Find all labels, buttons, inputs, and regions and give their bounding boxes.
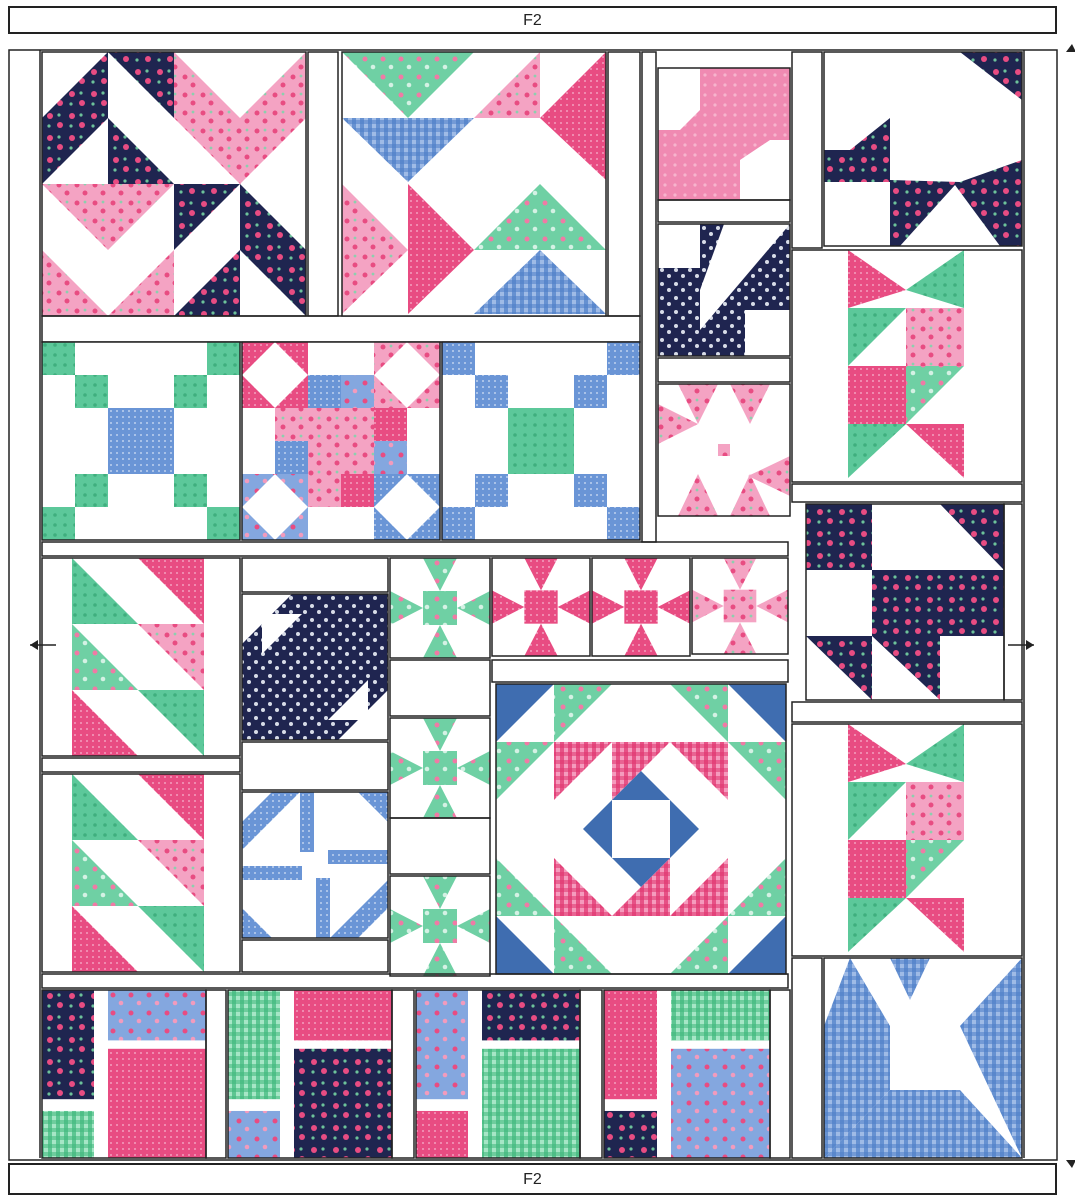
white-corner-2 <box>745 310 790 356</box>
center-square <box>423 909 457 943</box>
center-square <box>423 591 457 625</box>
nine-patch-square <box>475 375 508 408</box>
nine-patch-square <box>574 474 607 507</box>
center-square <box>724 590 757 623</box>
nine-patch-square <box>174 375 207 408</box>
bottom-right-arrowhead <box>1066 1160 1075 1168</box>
white-corner <box>658 224 700 268</box>
center-square <box>524 590 557 623</box>
nine-patch-center <box>108 408 174 474</box>
nine-patch-square <box>42 507 75 540</box>
nine-patch-square <box>174 474 207 507</box>
center-white <box>612 800 670 858</box>
nine-patch-square <box>607 507 640 540</box>
star-center <box>718 444 730 456</box>
nine-patch-square <box>207 507 240 540</box>
nine-patch-square <box>75 375 108 408</box>
nine-patch-square <box>574 375 607 408</box>
center-square <box>423 751 457 785</box>
nine-patch-square <box>442 507 475 540</box>
quilt-body <box>9 44 1075 1168</box>
center-square <box>624 590 657 623</box>
nine-patch-square <box>207 342 240 375</box>
top-right-arrowhead <box>1066 44 1075 52</box>
nine-patch-center <box>508 408 574 474</box>
nine-patch-square <box>475 474 508 507</box>
nine-patch-square <box>442 342 475 375</box>
nine-patch-square <box>75 474 108 507</box>
nine-patch-square <box>42 342 75 375</box>
nine-patch-square <box>607 342 640 375</box>
